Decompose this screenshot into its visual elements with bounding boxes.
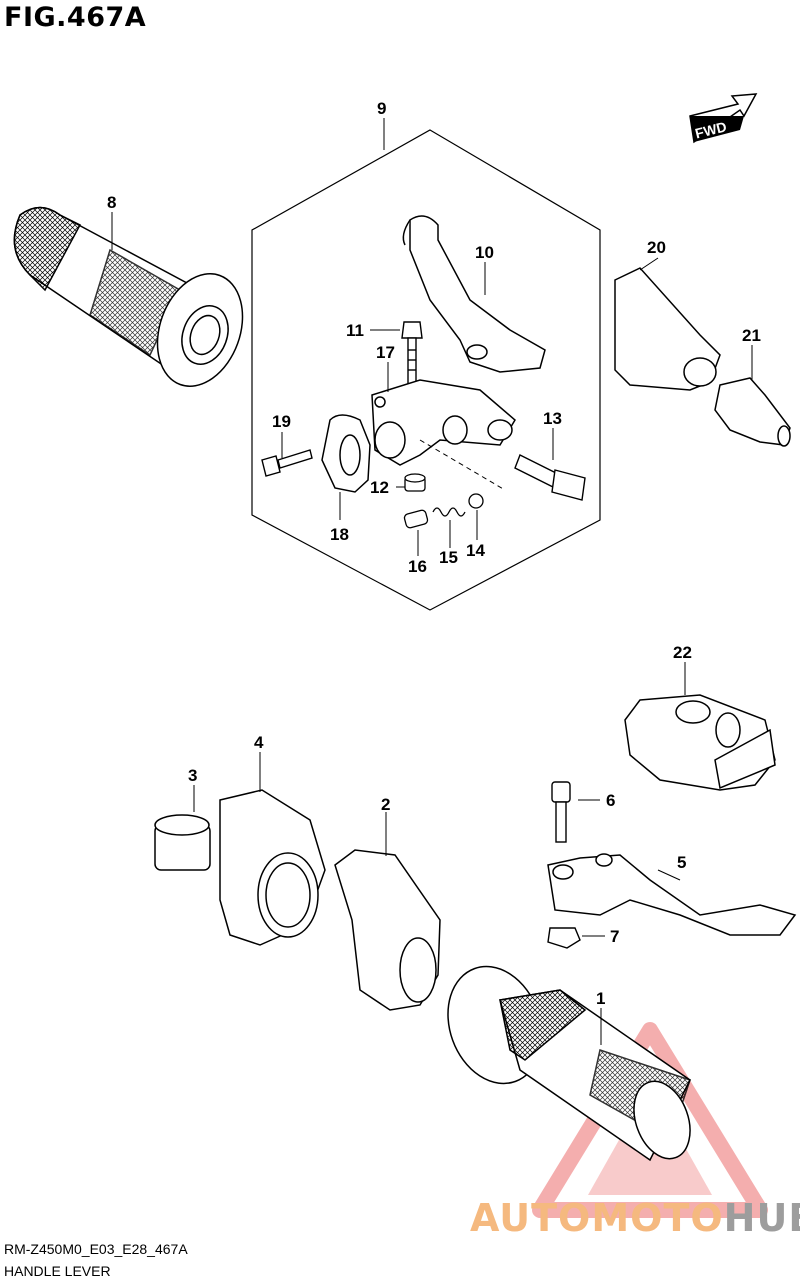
brake-lever — [547, 853, 797, 936]
label-part-10: 10 — [475, 243, 494, 262]
label-part-20: 20 — [647, 238, 666, 257]
label-part-7: 7 — [610, 927, 619, 946]
label-part-3: 3 — [188, 766, 197, 785]
lever-cover — [614, 267, 721, 391]
forward-label: FWD — [693, 118, 728, 141]
small-parts — [403, 473, 484, 529]
label-part-11: 11 — [346, 321, 364, 340]
forward-arrow-icon: FWD — [689, 93, 758, 144]
label-part-8: 8 — [107, 193, 116, 212]
left-grip — [13, 206, 244, 387]
label-part-22: 22 — [673, 643, 692, 662]
watermark-hub: HUB — [723, 1196, 800, 1240]
bracket — [334, 849, 441, 1011]
lever-housing — [219, 789, 326, 946]
label-part-13: 13 — [543, 409, 562, 428]
clutch-lever — [402, 215, 546, 373]
label-part-21: 21 — [742, 326, 761, 345]
label-part-9: 9 — [377, 99, 386, 118]
bolt-11 — [401, 321, 423, 389]
nut-7 — [547, 927, 581, 949]
label-part-2: 2 — [381, 795, 390, 814]
assembly-outline — [251, 129, 601, 611]
label-part-18: 18 — [330, 525, 349, 544]
bolt-19 — [261, 449, 313, 477]
adjuster-13 — [514, 454, 586, 501]
collar — [154, 814, 211, 871]
right-grip — [447, 965, 691, 1162]
section-name: HANDLE LEVER — [4, 1263, 111, 1279]
label-part-12: 12 — [370, 478, 389, 497]
label-part-19: 19 — [272, 412, 291, 431]
label-part-5: 5 — [677, 853, 686, 872]
label-part-6: 6 — [606, 791, 615, 810]
clamp — [321, 414, 371, 493]
watermark-logo: AUTOMOTOHUB — [470, 1196, 800, 1240]
lever-holder — [371, 379, 516, 466]
model-code: RM-Z450M0_E03_E28_467A — [4, 1241, 188, 1257]
label-part-17: 17 — [376, 343, 395, 362]
watermark-auto: AUTO — [470, 1196, 592, 1240]
label-part-16: 16 — [408, 557, 427, 576]
adjuster-nut — [714, 377, 791, 447]
figure-title: FIG.467A — [4, 2, 147, 33]
label-part-1: 1 — [596, 989, 605, 1008]
pivot-bolt — [551, 781, 571, 843]
label-part-14: 14 — [466, 541, 485, 560]
label-part-15: 15 — [439, 548, 458, 567]
lower-cover — [624, 694, 776, 791]
watermark-moto: MOTO — [591, 1196, 724, 1240]
label-part-4: 4 — [254, 733, 264, 752]
